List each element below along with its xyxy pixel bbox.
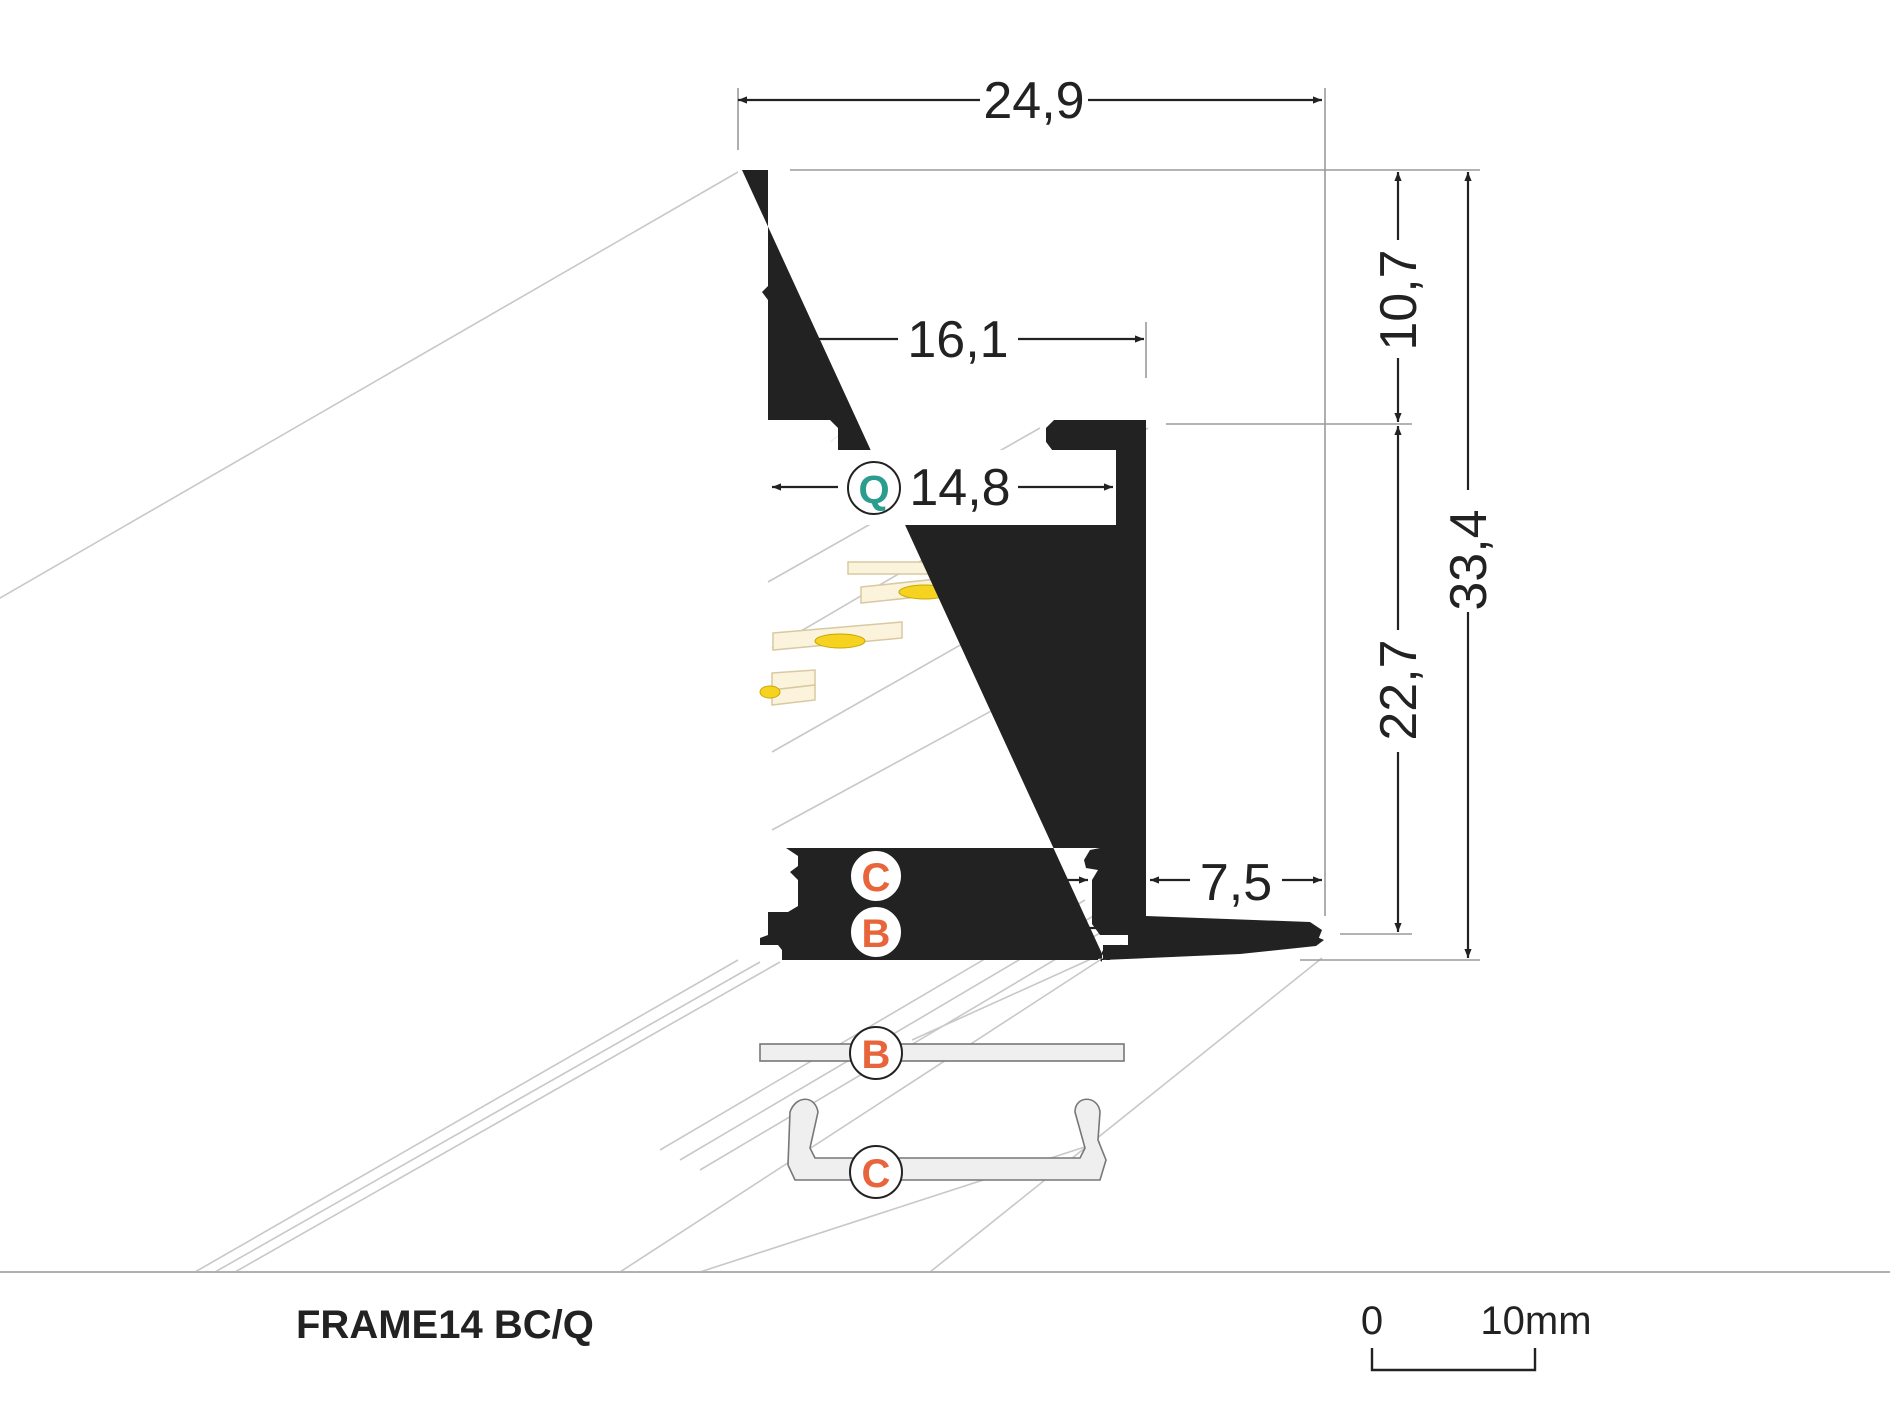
- badge-q-label: Q: [858, 468, 889, 512]
- inner-lower-chamber: [780, 560, 1116, 848]
- diffuser-c-part: [787, 1098, 1107, 1181]
- badge-c-part-label: C: [862, 1152, 891, 1196]
- dim-diffuser-c-width: 12,6: [911, 854, 1012, 912]
- badge-b-label: B: [862, 912, 891, 956]
- perspective-lines: [0, 171, 1323, 1273]
- bottom-flange: [1103, 932, 1324, 960]
- dim-bottom-height: 22,7: [1370, 639, 1428, 740]
- dim-top-height: 10,7: [1370, 249, 1428, 350]
- dim-total-height: 33,4: [1440, 509, 1498, 610]
- scale-ten-label: 10mm: [1480, 1299, 1591, 1343]
- diffuser-b-part: [759, 1043, 1125, 1062]
- led-chip: [759, 685, 781, 699]
- scale-zero-label: 0: [1361, 1299, 1383, 1343]
- badge-c: C: [849, 849, 903, 903]
- dim-flange-width: 7,5: [1200, 854, 1272, 912]
- badge-q: Q: [847, 461, 901, 515]
- dim-inner-top-width: 16,1: [907, 311, 1008, 369]
- led-chip: [814, 633, 866, 649]
- badge-c-label: C: [862, 856, 891, 900]
- aluminum-profile-section: [742, 170, 1322, 962]
- dim-diffuser-b-width: 15,6: [911, 904, 1012, 962]
- dim-diffuser-q-width: 14,8: [909, 459, 1010, 517]
- extension-lines: [737, 88, 1480, 961]
- dim-total-width: 24,9: [983, 72, 1084, 130]
- dimension-lines: [738, 96, 1472, 958]
- badge-b-part: B: [849, 1026, 903, 1080]
- badge-b-part-label: B: [862, 1033, 891, 1077]
- scale-bar: 0 10mm: [1361, 1299, 1592, 1372]
- product-name: FRAME14 BC/Q: [296, 1303, 594, 1347]
- badge-c-part: C: [849, 1145, 903, 1199]
- badge-b: B: [849, 905, 903, 959]
